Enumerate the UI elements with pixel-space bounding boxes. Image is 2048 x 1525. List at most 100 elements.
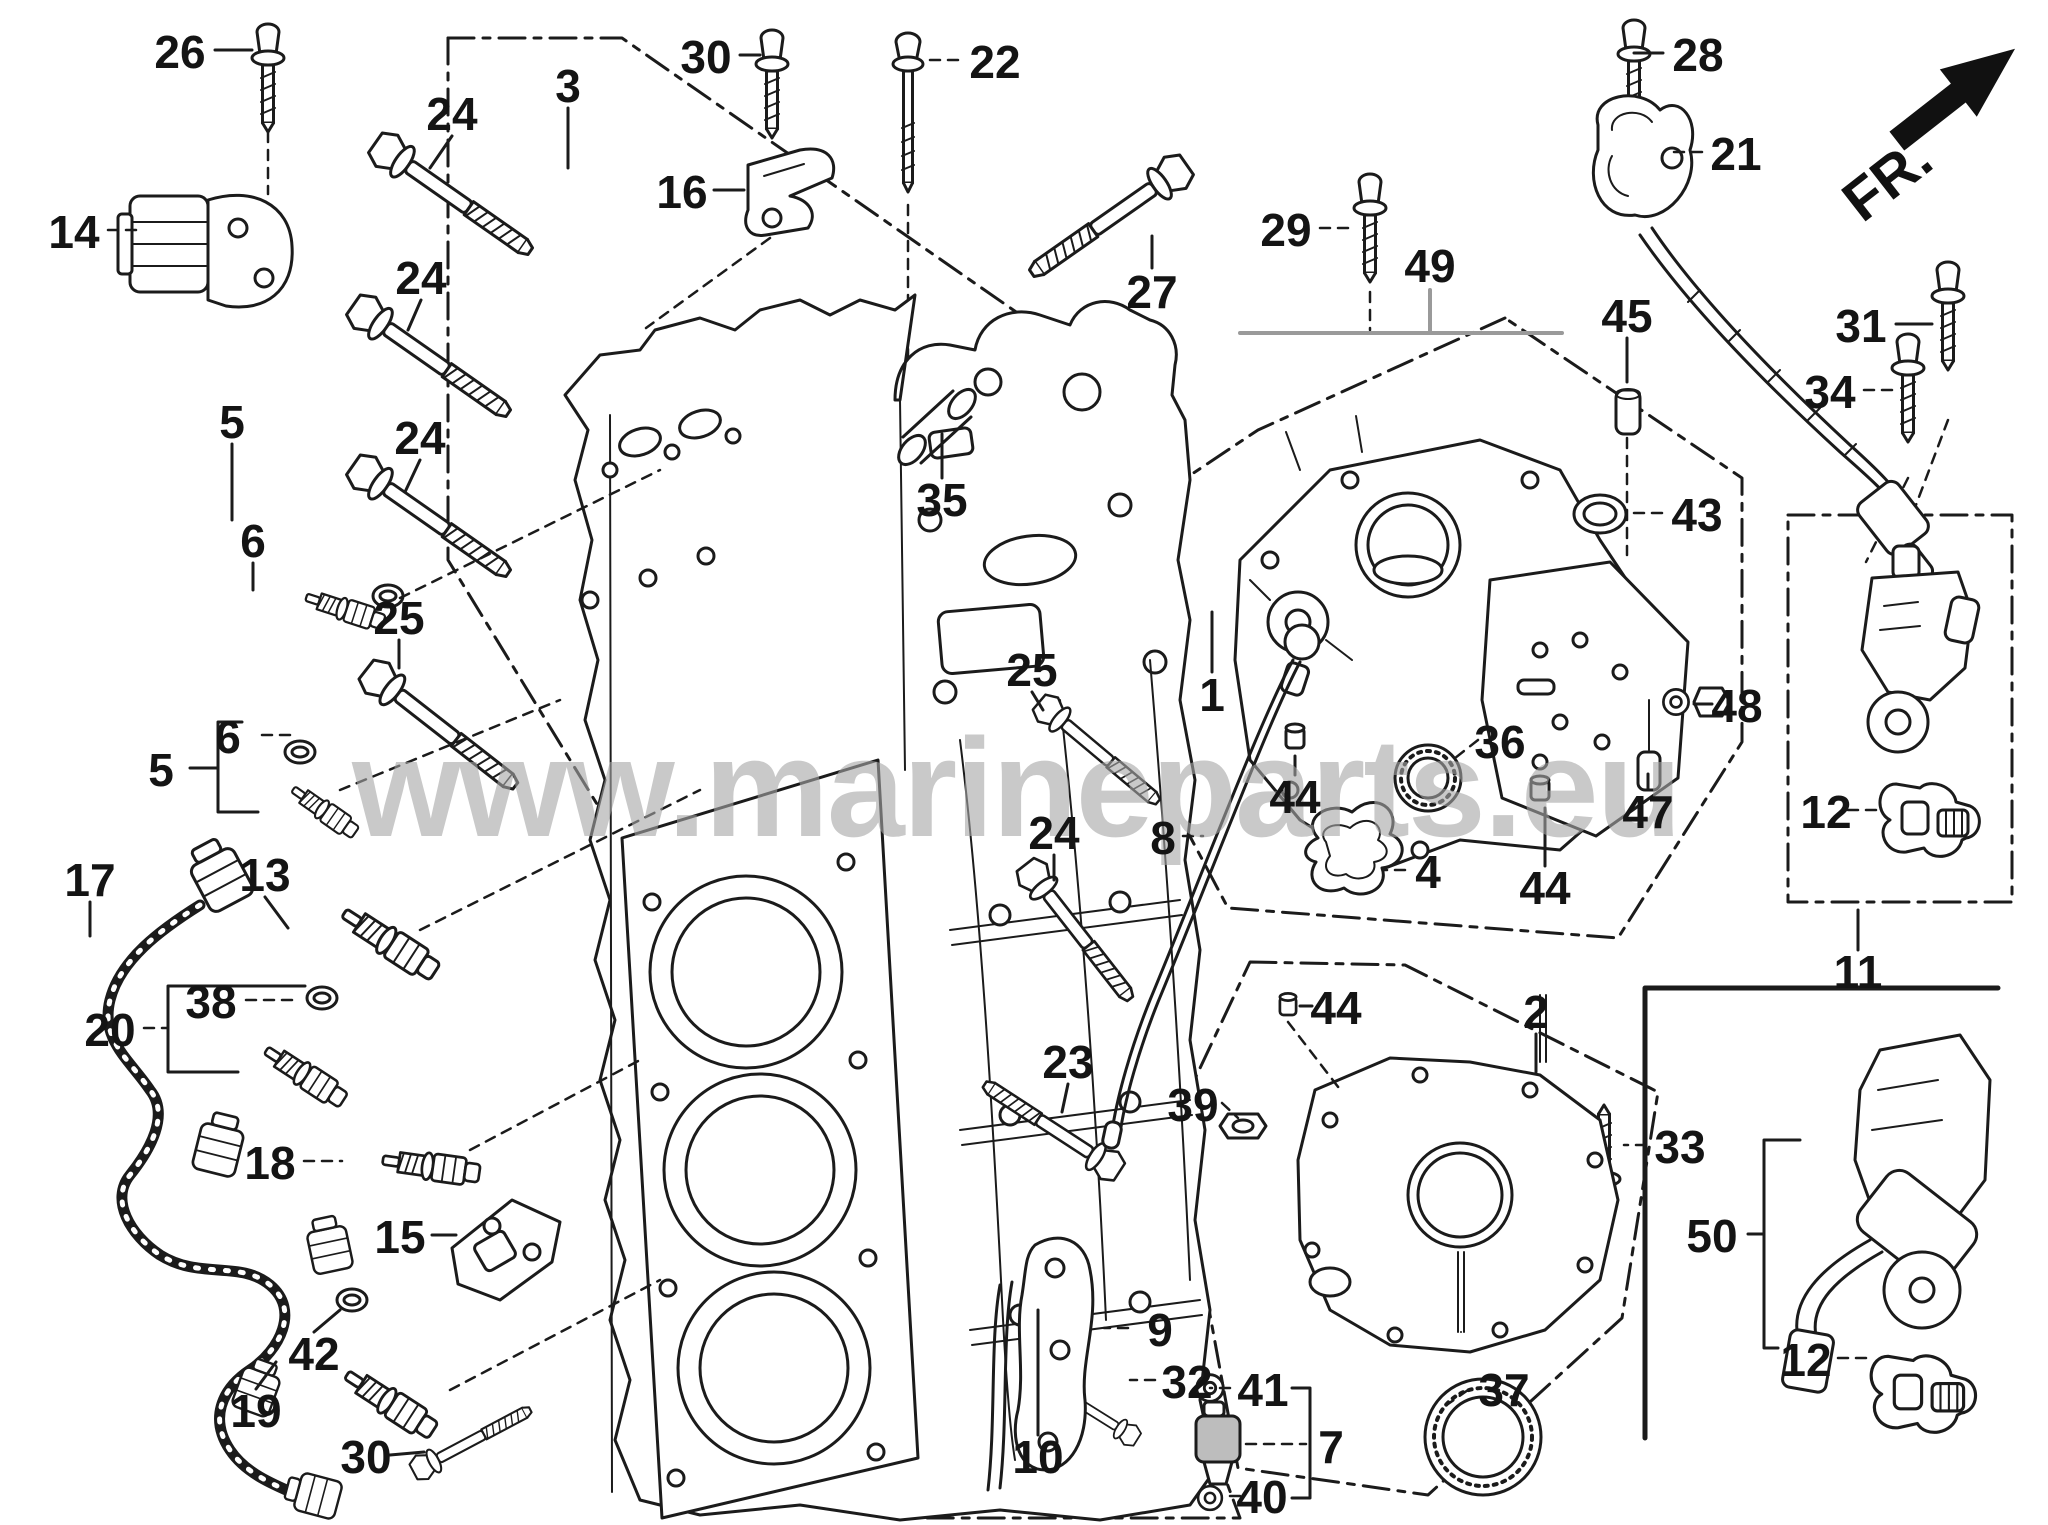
part-number-label-1: 1 bbox=[1199, 669, 1225, 721]
connector-12-b bbox=[1869, 1354, 1978, 1434]
part-number-label-30: 30 bbox=[680, 31, 731, 83]
part-number-label-10: 10 bbox=[1012, 1431, 1063, 1483]
part-number-label-11: 11 bbox=[1834, 946, 1883, 998]
chain-guide-9 bbox=[1013, 1236, 1095, 1472]
head-gasket bbox=[620, 758, 920, 1520]
bolt-34 bbox=[1890, 332, 1926, 444]
part-number-label-19: 19 bbox=[230, 1385, 281, 1437]
part-number-label-17: 17 bbox=[64, 854, 115, 906]
part-number-label-14: 14 bbox=[48, 206, 100, 258]
fr-label: FR. bbox=[1830, 125, 1944, 234]
part-number-label-27: 27 bbox=[1126, 266, 1177, 318]
part-number-label-2: 2 bbox=[1523, 986, 1549, 1038]
washer-38 bbox=[305, 985, 339, 1011]
part-number-label-43: 43 bbox=[1671, 489, 1722, 541]
part-number-label-3: 3 bbox=[555, 60, 581, 112]
part-number-label-47: 47 bbox=[1622, 786, 1673, 838]
washer-42 bbox=[335, 1287, 369, 1313]
bolt-30-top bbox=[754, 28, 790, 140]
bracket-15 bbox=[450, 1198, 562, 1302]
part-number-label-44: 44 bbox=[1519, 862, 1571, 914]
part-number-label-44: 44 bbox=[1269, 771, 1321, 823]
sensor-13 bbox=[334, 899, 445, 987]
part-number-label-34: 34 bbox=[1804, 366, 1856, 418]
part-number-label-7: 7 bbox=[1318, 1421, 1344, 1473]
part-number-label-22: 22 bbox=[969, 36, 1020, 88]
part-number-label-18: 18 bbox=[244, 1137, 295, 1189]
part-number-label-33: 33 bbox=[1654, 1121, 1705, 1173]
bolt-29 bbox=[1352, 172, 1388, 284]
part-number-label-25: 25 bbox=[373, 592, 424, 644]
part-number-label-4: 4 bbox=[1415, 846, 1441, 898]
part-number-label-24: 24 bbox=[426, 88, 478, 140]
relief-valve-41-7-40 bbox=[1194, 1373, 1242, 1512]
part-number-label-6: 6 bbox=[240, 515, 266, 567]
bolt-24-c bbox=[341, 447, 521, 591]
washer-39 bbox=[1218, 1112, 1268, 1140]
part-number-label-9: 9 bbox=[1147, 1304, 1173, 1356]
part-number-label-16: 16 bbox=[656, 166, 707, 218]
oil-seal-36 bbox=[1393, 743, 1463, 813]
part-number-label-21: 21 bbox=[1710, 128, 1761, 180]
part-number-label-28: 28 bbox=[1672, 29, 1723, 81]
part-number-label-42: 42 bbox=[288, 1328, 339, 1380]
part-number-label-20: 20 bbox=[84, 1004, 135, 1056]
oil-seal-37 bbox=[1423, 1377, 1543, 1497]
fr-direction-indicator: FR. bbox=[1830, 48, 2016, 234]
part-number-label-12: 12 bbox=[1780, 1334, 1831, 1386]
part-number-label-50: 50 bbox=[1686, 1210, 1737, 1262]
part-number-label-37: 37 bbox=[1478, 1364, 1529, 1416]
bolt-31 bbox=[1930, 260, 1966, 372]
part-number-label-24: 24 bbox=[394, 412, 446, 464]
bracket-16 bbox=[744, 147, 836, 237]
sensor-bracket-14 bbox=[116, 193, 294, 309]
oil-pump-motor-50 bbox=[1781, 1033, 1992, 1394]
fr-arrow-icon bbox=[1889, 48, 2016, 151]
part-number-label-23: 23 bbox=[1042, 1036, 1093, 1088]
leader-lines bbox=[10, 0, 1934, 1500]
part-number-label-49: 49 bbox=[1404, 240, 1455, 292]
part-number-label-6: 6 bbox=[215, 711, 241, 763]
bolt-26 bbox=[250, 22, 286, 134]
sensor-assembly-11 bbox=[1860, 544, 1981, 754]
part-number-label-13: 13 bbox=[239, 849, 290, 901]
plug-5-6-lower bbox=[283, 739, 363, 843]
part-number-label-15: 15 bbox=[374, 1211, 425, 1263]
pin-45 bbox=[1614, 388, 1642, 436]
part-number-label-36: 36 bbox=[1474, 716, 1525, 768]
watermark-text: www.marineparts.eu bbox=[351, 709, 1680, 866]
bolt-22 bbox=[891, 31, 925, 194]
part-number-label-24: 24 bbox=[395, 252, 447, 304]
part-number-label-31: 31 bbox=[1835, 300, 1886, 352]
valve-48 bbox=[1662, 686, 1732, 718]
part-number-label-5: 5 bbox=[219, 396, 245, 448]
part-number-label-26: 26 bbox=[154, 26, 205, 78]
o-ring-gasket-4 bbox=[1304, 801, 1404, 896]
cap-44-c bbox=[1278, 992, 1298, 1017]
oil-pump-assembly bbox=[1233, 288, 1690, 872]
part-number-label-25: 25 bbox=[1006, 644, 1057, 696]
bolt-24-b bbox=[341, 287, 521, 431]
sensor-18 bbox=[379, 1145, 483, 1189]
part-number-label-8: 8 bbox=[1150, 812, 1176, 864]
oil-pump-plate-2 bbox=[1296, 994, 1620, 1354]
part-number-label-5: 5 bbox=[148, 744, 174, 796]
o-ring-43 bbox=[1572, 493, 1628, 535]
part-number-label-38: 38 bbox=[185, 976, 236, 1028]
part-number-label-40: 40 bbox=[1236, 1471, 1287, 1523]
part-number-label-30: 30 bbox=[340, 1431, 391, 1483]
part-number-label-44: 44 bbox=[1310, 982, 1362, 1034]
gasket-10 bbox=[986, 1280, 1014, 1492]
part-number-label-48: 48 bbox=[1711, 680, 1762, 732]
part-number-label-45: 45 bbox=[1601, 290, 1652, 342]
bolt-24-a bbox=[363, 125, 543, 269]
part-number-label-39: 39 bbox=[1167, 1079, 1218, 1131]
dowel-pin-35 bbox=[897, 387, 977, 467]
part-number-label-32: 32 bbox=[1161, 1356, 1212, 1408]
sensor-20 bbox=[258, 1038, 352, 1113]
part-number-label-24: 24 bbox=[1028, 807, 1080, 859]
part-number-label-29: 29 bbox=[1260, 204, 1311, 256]
